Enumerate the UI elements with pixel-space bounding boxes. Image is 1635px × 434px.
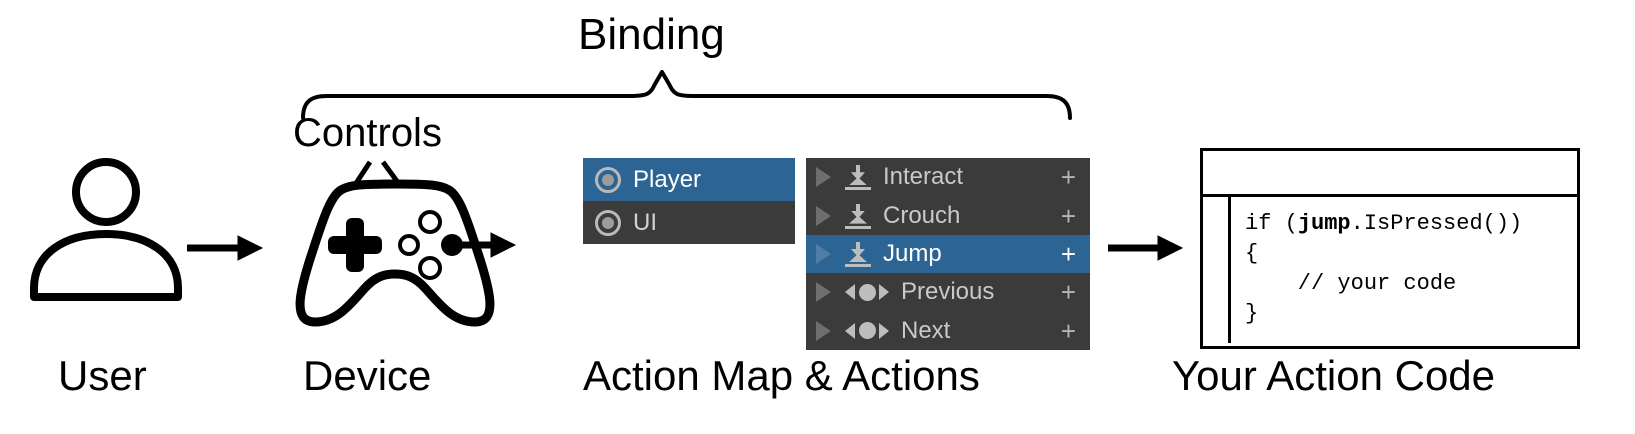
button-action-icon: [845, 164, 871, 191]
axis-action-icon: [845, 320, 889, 342]
code-line-1-pre: if (: [1245, 211, 1298, 236]
button-action-icon: [845, 241, 871, 267]
chevron-right-icon[interactable]: [816, 243, 831, 264]
action-row-jump[interactable]: Jump +: [806, 234, 1090, 274]
action-row-interact[interactable]: Interact +: [806, 158, 1090, 196]
chevron-right-icon[interactable]: [816, 167, 831, 188]
caption-device: Device: [303, 352, 432, 399]
action-row-label: Interact: [883, 163, 964, 191]
gamepad-icon: [295, 179, 495, 327]
code-line-4: }: [1245, 301, 1259, 326]
action-row-label: Next: [901, 316, 951, 344]
add-binding-button[interactable]: +: [1060, 162, 1076, 193]
chevron-right-icon[interactable]: [816, 320, 831, 341]
add-binding-button[interactable]: +: [1060, 200, 1076, 231]
caption-action-map: Action Map & Actions: [583, 352, 980, 399]
arrow-actions-to-code-icon: [1108, 235, 1184, 261]
arrow-user-to-device-icon: [187, 235, 264, 261]
arrow-device-to-actionmap-icon: [452, 232, 517, 258]
code-window-body: if (jump.IsPressed()) { // your code }: [1203, 197, 1577, 343]
face-button-pressed-icon: [441, 234, 463, 256]
action-map-icon: [595, 166, 621, 193]
action-row-previous[interactable]: Previous +: [806, 273, 1090, 311]
code-line-1-post: .IsPressed()): [1350, 211, 1523, 236]
action-row-label: Previous: [901, 278, 995, 306]
controls-arrows-icon: [335, 160, 421, 216]
chevron-right-icon[interactable]: [816, 205, 831, 226]
code-window: if (jump.IsPressed()) { // your code }: [1200, 148, 1580, 349]
action-map-item-label: Player: [633, 165, 702, 193]
chevron-right-icon[interactable]: [816, 282, 831, 303]
controls-annotation-label: Controls: [293, 111, 442, 155]
action-row-label: Jump: [883, 239, 942, 267]
face-buttons-icon: [398, 210, 442, 280]
axis-action-icon: [845, 281, 889, 303]
dpad-icon: [328, 218, 382, 272]
add-binding-button[interactable]: +: [1060, 238, 1076, 269]
binding-annotation-label: Binding: [578, 10, 725, 59]
action-map-item-ui[interactable]: UI: [583, 201, 795, 244]
button-action-icon: [845, 203, 871, 229]
caption-user: User: [58, 352, 147, 399]
add-binding-button[interactable]: +: [1060, 315, 1076, 346]
person-icon: [30, 158, 182, 301]
action-row-crouch[interactable]: Crouch +: [806, 196, 1090, 234]
action-map-item-label: UI: [633, 208, 657, 236]
code-line-2: {: [1245, 241, 1259, 266]
actions-panel: Interact + Crouch + Jump +: [806, 158, 1090, 350]
code-line-3: // your code: [1245, 271, 1457, 296]
code-window-titlebar: [1203, 151, 1577, 197]
code-line-1-bold: jump: [1297, 211, 1351, 236]
action-map-panel: Player UI: [583, 158, 795, 244]
action-row-next[interactable]: Next +: [806, 312, 1090, 350]
code-gutter: [1203, 197, 1231, 343]
code-text[interactable]: if (jump.IsPressed()) { // your code }: [1231, 197, 1577, 343]
action-map-item-player[interactable]: Player: [583, 158, 795, 201]
action-row-label: Crouch: [883, 201, 961, 229]
caption-your-action-code: Your Action Code: [1172, 352, 1496, 399]
add-binding-button[interactable]: +: [1060, 277, 1076, 308]
action-map-icon: [595, 209, 621, 236]
